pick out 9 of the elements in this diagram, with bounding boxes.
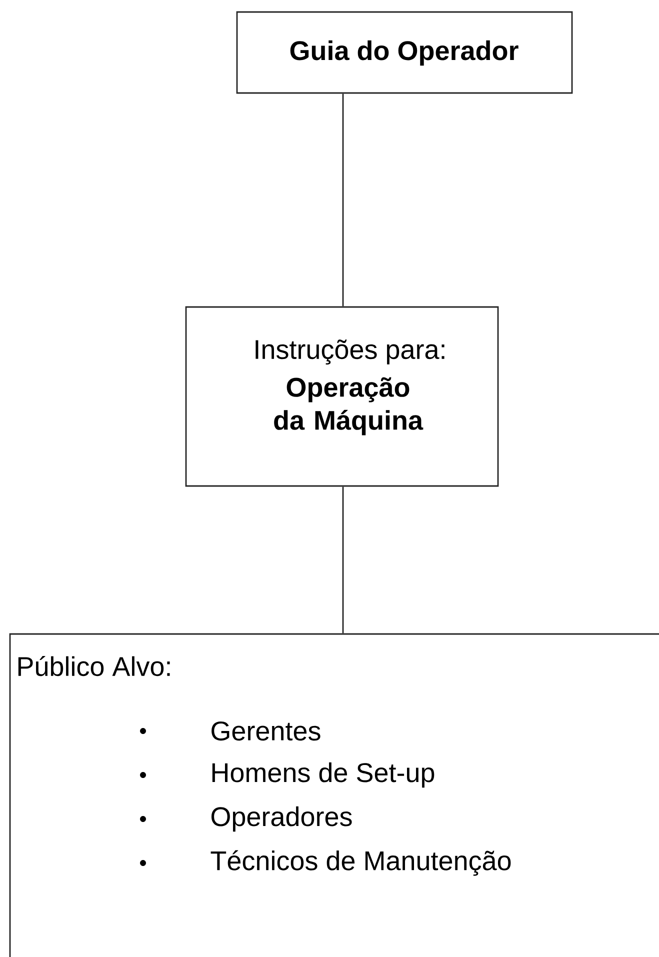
list-item: Técnicos de Manutenção (140, 850, 511, 876)
list-item: Homens de Set-up (140, 762, 434, 788)
list-item: Gerentes (140, 721, 320, 741)
audience-box: Público Alvo: Gerentes Homens de Set-up Operadores Técnicos de Manutenção (9, 633, 659, 957)
connector-line (342, 486, 344, 634)
title-box: Guia do Operador (236, 11, 573, 94)
list-item: Operadores (140, 806, 352, 832)
connector-line (342, 94, 344, 306)
instruction-box: Instruções para: Operação da Máquina (185, 306, 499, 487)
